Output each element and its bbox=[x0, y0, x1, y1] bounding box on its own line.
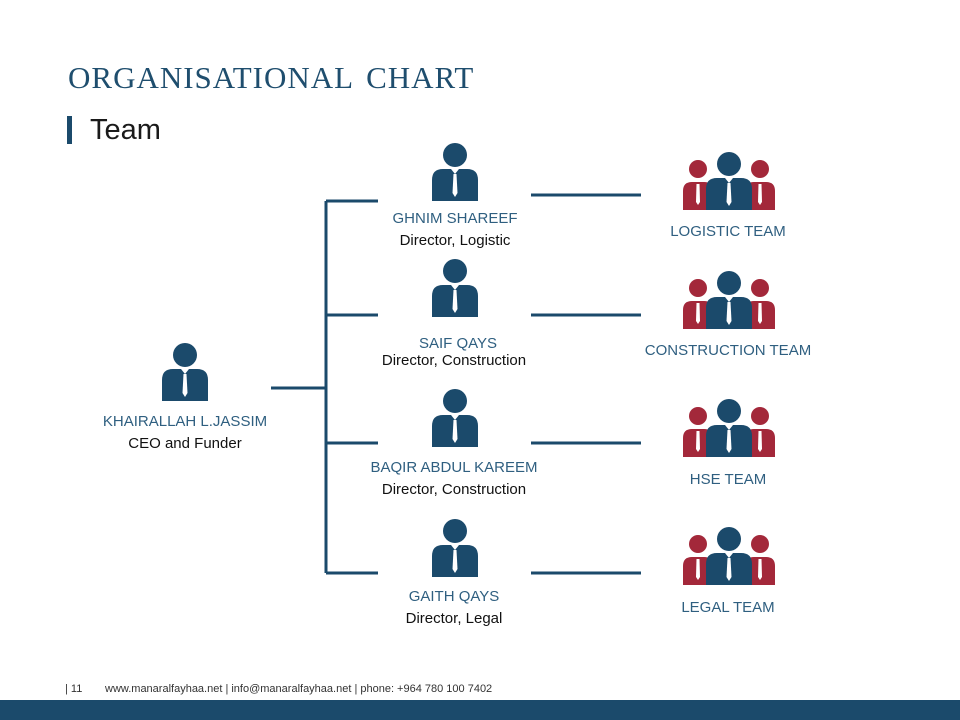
person-icon bbox=[432, 259, 478, 317]
person-icon bbox=[432, 143, 478, 201]
team-group-icon bbox=[683, 527, 775, 585]
team-label: HSE TEAM bbox=[689, 471, 767, 488]
page-number: | 11 bbox=[65, 683, 83, 695]
person-icon bbox=[162, 343, 208, 401]
director-role: Director, Legal bbox=[405, 610, 503, 627]
ceo-role: CEO and Funder bbox=[128, 435, 242, 452]
team-group-icon bbox=[683, 152, 775, 210]
person-icon bbox=[432, 389, 478, 447]
footer-bar bbox=[0, 700, 960, 720]
team-label: LOGISTIC TEAM bbox=[670, 223, 786, 240]
ceo-name: KHAIRALLAH L.JASSIM bbox=[102, 413, 268, 430]
team-group-icon bbox=[683, 271, 775, 329]
team-label: CONSTRUCTION TEAM bbox=[644, 342, 812, 359]
director-name: BAQIR ABDUL KAREEM bbox=[370, 459, 538, 476]
footer-contact: www.manaralfayhaa.net | info@manaralfayh… bbox=[105, 683, 493, 695]
person-icon bbox=[432, 519, 478, 577]
team-group-icon bbox=[683, 399, 775, 457]
slide-title: Organisational Chart bbox=[68, 49, 475, 98]
director-name: GHNIM SHAREEF bbox=[392, 210, 518, 227]
director-role: Director, Construction bbox=[381, 481, 527, 498]
director-role: Director, Construction bbox=[381, 352, 527, 369]
slide-subtitle: Team bbox=[90, 114, 161, 146]
director-name: SAIF QAYS bbox=[418, 335, 498, 352]
director-name: GAITH QAYS bbox=[408, 588, 500, 605]
team-label: LEGAL TEAM bbox=[681, 599, 775, 616]
director-role: Director, Logistic bbox=[399, 232, 511, 249]
subtitle-accent-bar bbox=[67, 116, 72, 144]
